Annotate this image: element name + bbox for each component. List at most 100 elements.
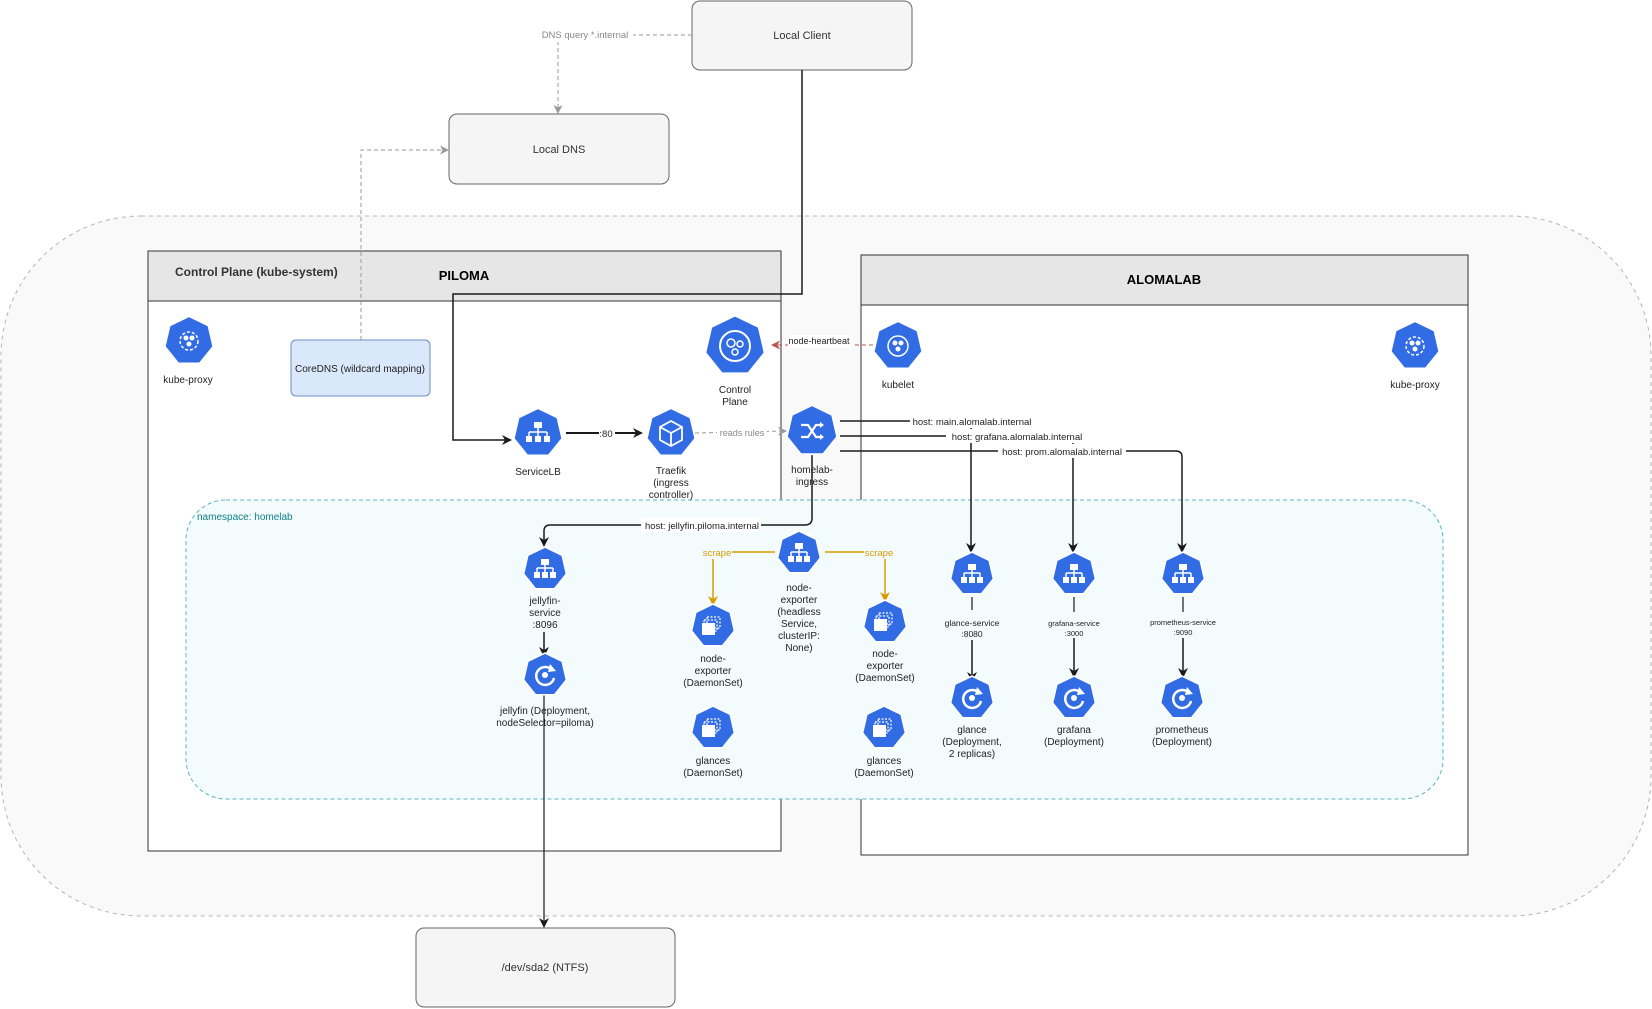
grafana-deployment-label: grafana (Deployment) [1044,725,1104,748]
dns-query-edge [553,34,692,114]
reads-rules-label: reads rules [720,428,765,438]
svg-text:Traefik: Traefik [656,466,687,477]
glances-left-icon [690,705,736,749]
node-exporter-service-icon [776,530,822,574]
svg-text:Service,: Service, [781,619,817,630]
svg-text:jellyfin-: jellyfin- [528,596,560,607]
host-prom-label: host: prom.alomalab.internal [1002,447,1122,458]
svg-text:(Deployment): (Deployment) [1044,737,1104,748]
ingress-prometheus-edge [840,450,1187,553]
svg-text:(DaemonSet): (DaemonSet) [683,678,742,689]
svg-text:Plane: Plane [722,397,748,408]
svg-text:(ingress: (ingress [653,478,689,489]
host-grafana-label: host: grafana.alomalab.internal [952,432,1082,443]
node-exporter-ds-right-label: node- exporter (DaemonSet) [855,649,914,684]
local-client-label: Local Client [773,30,830,42]
svg-text:ingress: ingress [796,477,828,488]
host-main-label: host: main.alomalab.internal [913,417,1032,428]
glance-service-icon [949,551,995,595]
svg-text::8080: :8080 [961,629,983,639]
svg-text:Control: Control [719,385,751,396]
svg-text::8096: :8096 [532,620,557,631]
namespace-label: namespace: homelab [197,512,293,523]
svg-text:kube-proxy: kube-proxy [163,375,212,386]
scrape-left-label: scrape [703,548,732,559]
svg-text:node-: node- [786,583,812,594]
svg-text::3000: :3000 [1065,629,1084,638]
grafana-service-label: grafana-service :3000 [1040,616,1108,638]
svg-text:glance-service: glance-service [945,618,1000,628]
heartbeat-label: node-heartbeat [788,336,850,346]
local-client-box: Local Client [691,0,913,71]
kube-proxy-left-icon [163,315,215,365]
port80-label: :80 [599,429,612,440]
kube-proxy-right-icon [1389,320,1441,370]
glance-deployment-icon [949,675,995,719]
svg-text:kubelet: kubelet [882,380,914,391]
grafana-service-icon [1051,551,1097,595]
svg-text:jellyfin (Deployment,: jellyfin (Deployment, [499,706,590,717]
svg-text:controller): controller) [649,490,693,501]
svg-text:(DaemonSet): (DaemonSet) [683,768,742,779]
prometheus-service-icon [1160,551,1206,595]
svg-text:prometheus: prometheus [1156,725,1209,736]
namespace-homelab: namespace: homelab [185,499,1444,800]
control-plane-label: Control Plane [719,385,751,408]
host-jellyfin-label: host: jellyfin.piloma.internal [645,521,759,532]
storage-label: /dev/sda2 (NTFS) [502,962,589,974]
prometheus-service-label: prometheus-service :9090 [1140,615,1226,637]
svg-text:node-: node- [872,649,898,660]
glances-right-label: glances (DaemonSet) [854,756,913,779]
prometheus-deployment-icon [1159,675,1205,719]
coredns-box: CoreDNS (wildcard mapping) [290,339,431,397]
svg-text:kube-proxy: kube-proxy [1390,380,1439,391]
svg-text:(Deployment): (Deployment) [1152,737,1212,748]
glance-service-label: glance-service :8080 [938,614,1006,640]
svg-text:exporter: exporter [695,666,732,677]
glance-deployment-label: glance (Deployment, 2 replicas) [942,725,1001,760]
svg-text:glances: glances [696,756,730,767]
svg-text::9090: :9090 [1174,628,1193,637]
svg-text:grafana-service: grafana-service [1048,619,1100,628]
node-exporter-ds-left-icon [690,603,736,647]
homelab-ingress-label: homelab- ingress [791,465,833,488]
local-dns-label: Local DNS [533,144,586,156]
svg-text:(headless: (headless [777,607,820,618]
svg-text:nodeSelector=piloma): nodeSelector=piloma) [496,718,594,729]
jellyfin-deployment-label: jellyfin (Deployment, nodeSelector=pilom… [496,706,594,729]
traefik-icon [645,407,697,457]
servicelb-label: ServiceLB [515,467,561,478]
coredns-dns-edge [360,145,449,340]
svg-text:exporter: exporter [781,595,818,606]
control-plane-header: Control Plane (kube-system) [175,265,338,279]
svg-text:clusterIP:: clusterIP: [778,631,820,642]
jellyfin-service-icon [522,546,568,590]
kubelet-label: kubelet [882,380,914,391]
piloma-title: PILOMA [439,268,490,283]
client-servicelb-edge [452,70,803,445]
svg-text:homelab-: homelab- [791,465,833,476]
svg-text:exporter: exporter [867,661,904,672]
jellyfin-deployment-icon [522,652,568,696]
grafana-deployment-icon [1051,675,1097,719]
svg-text:(DaemonSet): (DaemonSet) [855,673,914,684]
svg-text:(DaemonSet): (DaemonSet) [854,768,913,779]
svg-text:prometheus-service: prometheus-service [1150,618,1216,627]
svg-text:(Deployment,: (Deployment, [942,737,1001,748]
svg-text:grafana: grafana [1057,725,1091,736]
alomalab-title: ALOMALAB [1127,272,1201,287]
homelab-ingress-icon [785,404,839,456]
traefik-label: Traefik (ingress controller) [649,466,693,501]
dns-query-label: DNS query *.internal [542,30,629,41]
kube-proxy-right-label: kube-proxy [1390,380,1439,391]
svg-text:service: service [529,608,561,619]
servicelb-icon [512,407,564,457]
svg-text:ServiceLB: ServiceLB [515,467,561,478]
node-exporter-service-label: node- exporter (headless Service, cluste… [777,583,820,654]
svg-text:node-: node- [700,654,726,665]
svg-text:2 replicas): 2 replicas) [949,749,995,760]
coredns-label: CoreDNS (wildcard mapping) [295,364,425,375]
control-plane-icon [704,314,766,375]
local-dns-box: Local DNS [448,113,670,185]
